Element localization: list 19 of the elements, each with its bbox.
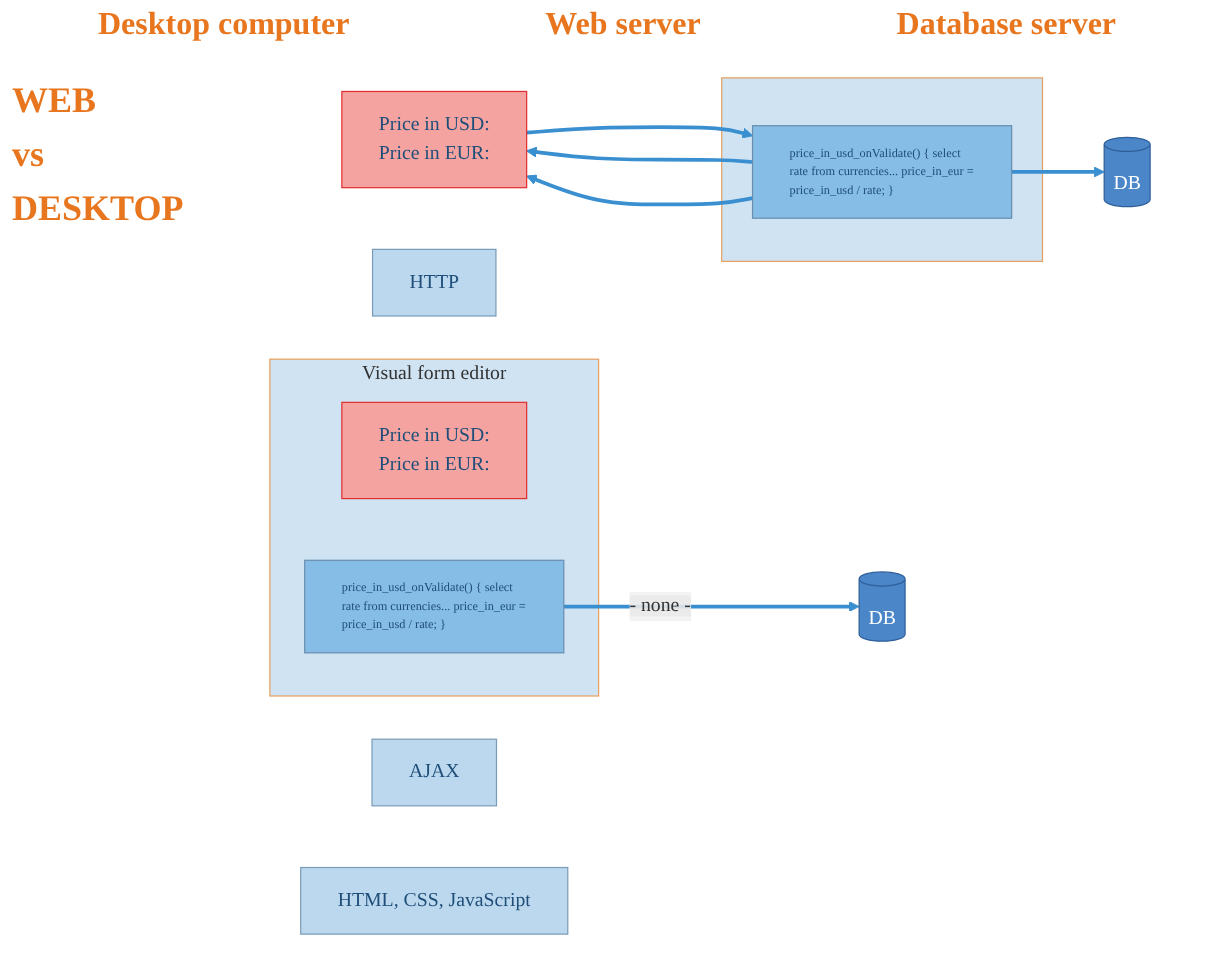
- node-box: AJAX: [371, 738, 498, 807]
- node-box: HTTP: [371, 248, 497, 317]
- section-heading: WEB: [12, 80, 99, 122]
- node-box: Price in USD: Price in EUR:: [341, 401, 528, 500]
- arrow: [526, 174, 753, 207]
- arrow: [526, 125, 754, 139]
- section-heading: vs: [12, 134, 47, 176]
- arrow: [526, 146, 753, 164]
- node-box: Price in USD: Price in EUR:: [341, 90, 528, 189]
- node-box: HTML, CSS, JavaScript: [300, 866, 569, 935]
- column-heading: Database server: [896, 8, 1117, 44]
- arrow: [1011, 166, 1105, 178]
- column-heading: Web server: [545, 8, 701, 44]
- edge-label: - none -: [629, 595, 691, 617]
- cluster: [721, 77, 1044, 262]
- section-heading: DESKTOP: [12, 188, 184, 230]
- cluster: [269, 358, 600, 697]
- node-label: Visual form editor: [361, 362, 507, 384]
- column-heading: Desktop computer: [97, 8, 350, 44]
